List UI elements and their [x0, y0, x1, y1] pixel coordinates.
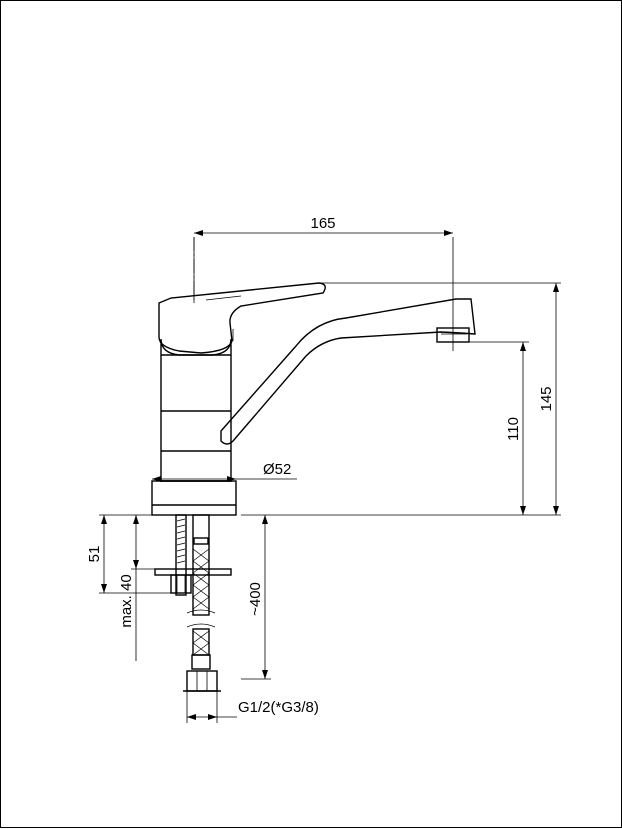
threaded-stud	[175, 514, 187, 596]
base-flange	[151, 480, 237, 516]
braided-hose	[192, 514, 210, 616]
dim-label-145: 145	[538, 386, 555, 411]
dim-label-400: ~400	[247, 582, 264, 616]
lever-handle	[158, 282, 326, 354]
dim-label-thread: G1/2(*G3/8)	[238, 699, 319, 716]
spout	[220, 298, 476, 445]
body-cylinder	[160, 338, 232, 482]
hose-fitting-nut	[186, 670, 218, 692]
dim-label-110: 110	[505, 417, 522, 441]
dim-label-d52: Ø52	[263, 461, 291, 478]
hose-braid	[192, 548, 210, 610]
dim-label-51: 51	[86, 546, 103, 563]
dim-label-max40: max. 40	[118, 574, 135, 627]
dim-label-165: 165	[310, 215, 335, 232]
mounting-nut	[170, 574, 192, 594]
